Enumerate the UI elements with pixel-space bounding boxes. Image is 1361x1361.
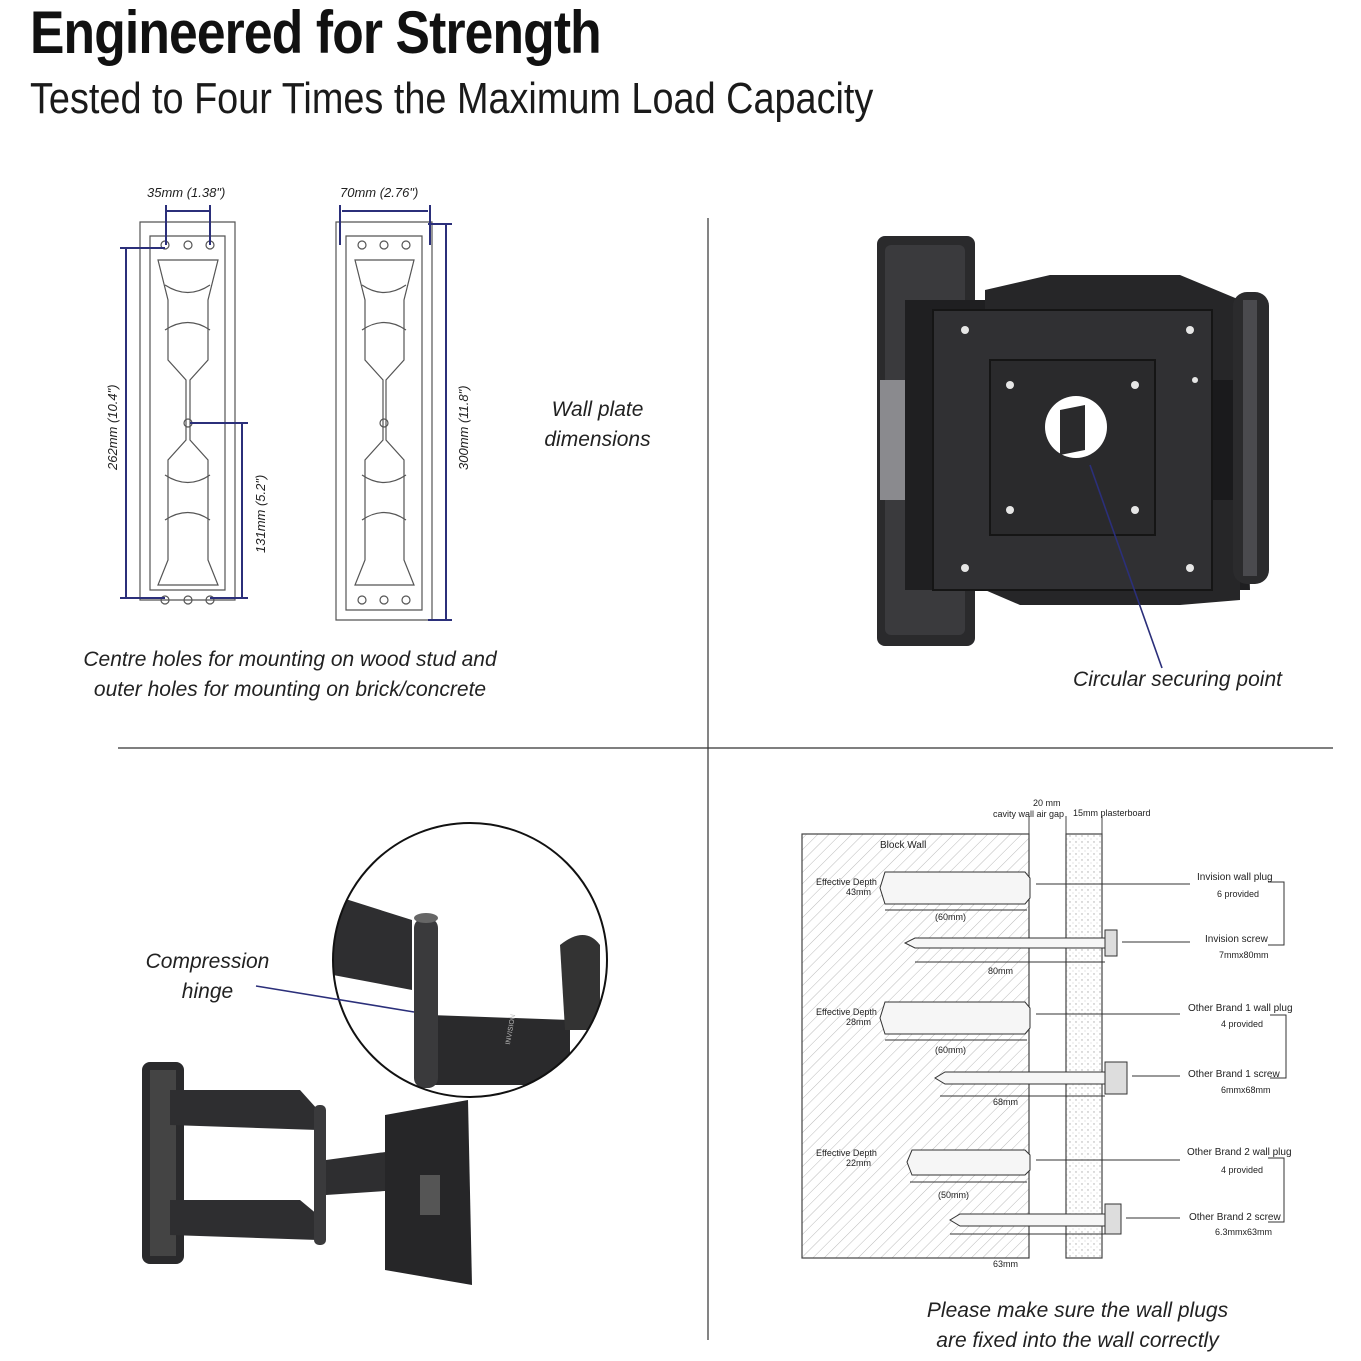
width-70mm-label: 70mm (2.76"): [340, 185, 419, 200]
plug-row-2: [879, 1001, 1287, 1097]
row1-screw-name: Invision screw: [1205, 934, 1268, 945]
row1-screw-length: 80mm: [988, 966, 1014, 976]
row2-plug-name: Other Brand 1 wall plug: [1188, 1003, 1293, 1014]
tv-mount-front-view: [877, 236, 1269, 646]
row3-screw-size: 6.3mmx63mm: [1215, 1227, 1273, 1237]
height-262mm-label: 262mm (10.4"): [105, 384, 120, 470]
row3-depth-value: 22mm: [846, 1158, 872, 1168]
width-35mm-label: 35mm (1.38"): [147, 185, 226, 200]
securing-point-pointer: [1089, 464, 1163, 669]
page-subtitle: Tested to Four Times the Maximum Load Ca…: [30, 74, 874, 123]
row1-depth-value: 43mm: [846, 887, 872, 897]
hinge-pointer: [255, 985, 415, 1013]
row3-plug-length: (50mm): [938, 1190, 969, 1200]
row1-plug-length: (60mm): [935, 912, 966, 922]
page-title: Engineered for Strength: [30, 0, 602, 66]
wall-plate-right: [335, 221, 433, 621]
securing-point-caption: Circular securing point: [1073, 668, 1282, 691]
row3-plug-name: Other Brand 2 wall plug: [1187, 1147, 1292, 1158]
wall-plate-caption: Wall plate dimensions: [544, 398, 651, 451]
row2-plug-length: (60mm): [935, 1045, 966, 1055]
row2-depth-label: Effective Depth: [816, 1007, 877, 1017]
block-wall-section: [801, 816, 1103, 1259]
plug-row-1: [879, 871, 1285, 963]
height-131mm-label: 131mm (5.2"): [253, 474, 268, 553]
block-wall-label: Block Wall: [880, 840, 927, 851]
plasterboard-label: 15mm plasterboard: [1073, 808, 1151, 818]
row2-screw-name: Other Brand 1 screw: [1188, 1069, 1280, 1080]
row2-depth-value: 28mm: [846, 1017, 872, 1027]
row3-plug-qty: 4 provided: [1221, 1165, 1264, 1175]
hinge-caption: Compression hinge: [145, 950, 270, 1003]
mounting-holes-note: Centre holes for mounting on wood stud a…: [83, 648, 497, 701]
row3-screw-name: Other Brand 2 screw: [1189, 1212, 1281, 1223]
height-300mm-label: 300mm (11.8"): [456, 385, 471, 470]
row1-depth-label: Effective Depth: [816, 877, 877, 887]
row2-plug-qty: 4 provided: [1221, 1019, 1264, 1029]
row1-plug-qty: 6 provided: [1217, 889, 1260, 899]
wall-plate-right-dimensions: [339, 205, 452, 621]
wall-plate-left-dimensions: [120, 205, 248, 599]
hinge-closeup-circle: [332, 822, 608, 1098]
gap-label-bottom: cavity wall air gap: [993, 809, 1065, 819]
row1-screw-size: 7mmx80mm: [1219, 950, 1269, 960]
plug-row-3: [906, 1149, 1285, 1235]
row2-screw-size: 6mmx68mm: [1221, 1085, 1271, 1095]
tv-mount-arm-view: [142, 1062, 472, 1285]
wall-plug-note: Please make sure the wall plugs are fixe…: [926, 1299, 1229, 1352]
wall-plate-left: [139, 221, 236, 605]
row3-depth-label: Effective Depth: [816, 1148, 877, 1158]
gap-label-top: 20 mm: [1033, 798, 1061, 808]
row3-screw-length: 63mm: [993, 1259, 1019, 1269]
row1-plug-name: Invision wall plug: [1197, 872, 1273, 883]
row2-screw-length: 68mm: [993, 1097, 1019, 1107]
